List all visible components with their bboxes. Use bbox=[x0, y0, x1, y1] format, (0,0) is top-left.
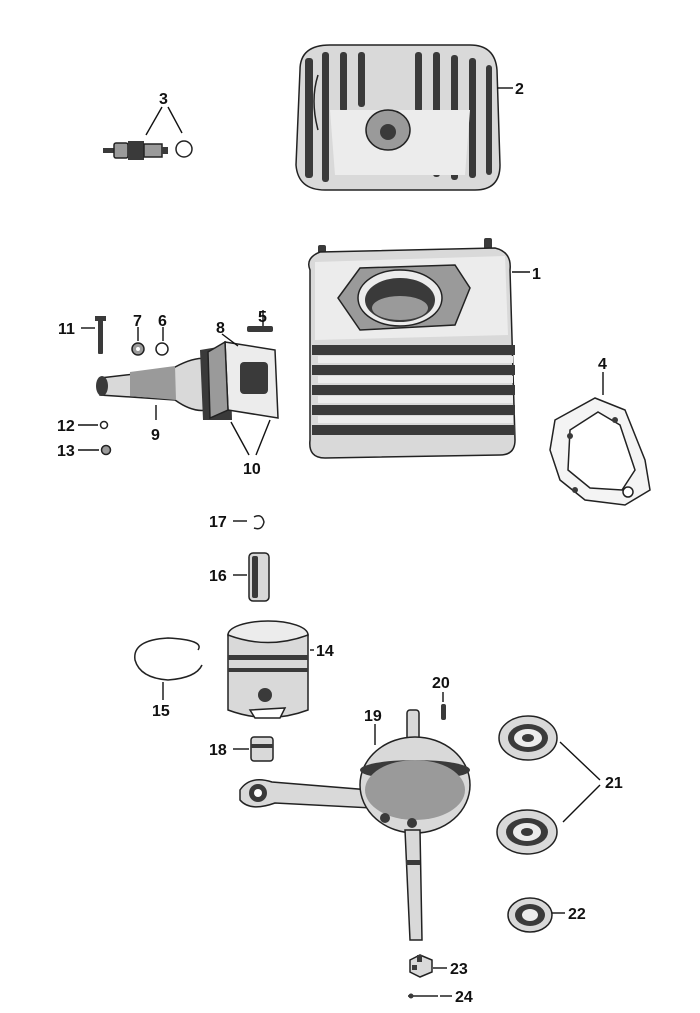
callout-24: 24 bbox=[455, 989, 473, 1006]
callout-14: 14 bbox=[316, 643, 334, 660]
callout-18: 18 bbox=[209, 742, 227, 759]
cotter-pin bbox=[408, 993, 438, 999]
leader-lines bbox=[78, 87, 604, 997]
intake-stud-5 bbox=[247, 326, 273, 332]
callout-17: 17 bbox=[209, 514, 227, 531]
callout-3: 3 bbox=[159, 91, 168, 108]
callout-16: 16 bbox=[209, 568, 227, 585]
cylinder-base-gasket bbox=[549, 397, 651, 506]
crankshaft bbox=[239, 709, 471, 941]
callout-11: 11 bbox=[58, 321, 75, 338]
manifold-stud-11 bbox=[95, 316, 106, 354]
spark-plug bbox=[103, 141, 168, 160]
small-end-bearing bbox=[250, 736, 274, 762]
main-bearing-lower bbox=[496, 809, 558, 855]
woodruff-key bbox=[441, 704, 446, 720]
callout-13: 13 bbox=[57, 443, 75, 460]
callout-12: 12 bbox=[57, 418, 75, 435]
callout-19: 19 bbox=[364, 708, 382, 725]
nut-7 bbox=[131, 342, 145, 356]
piston-pin bbox=[248, 552, 270, 602]
castle-nut bbox=[409, 954, 433, 978]
piston bbox=[227, 620, 309, 719]
bearing-22 bbox=[507, 897, 553, 933]
callout-labels: 1 2 3 4 5 6 7 8 9 10 11 12 13 14 15 16 1… bbox=[57, 81, 623, 1006]
callout-10: 10 bbox=[243, 461, 261, 478]
callout-9: 9 bbox=[151, 427, 160, 444]
callout-6: 6 bbox=[158, 313, 167, 330]
callout-8: 8 bbox=[216, 320, 225, 337]
piston-ring bbox=[134, 637, 203, 681]
washer-12 bbox=[99, 420, 109, 430]
washer-6 bbox=[155, 342, 169, 356]
callout-1: 1 bbox=[532, 266, 541, 283]
callout-22: 22 bbox=[568, 906, 586, 923]
callout-4: 4 bbox=[598, 356, 607, 373]
cylinder-barrel bbox=[308, 238, 516, 459]
callout-5: 5 bbox=[258, 309, 267, 326]
callout-7: 7 bbox=[133, 313, 142, 330]
circlip bbox=[253, 515, 265, 530]
callout-20: 20 bbox=[432, 675, 450, 692]
callout-23: 23 bbox=[450, 961, 468, 978]
cylinder-head bbox=[295, 44, 501, 191]
nut-13 bbox=[100, 444, 112, 456]
main-bearing-upper bbox=[498, 715, 558, 761]
intake-gaskets-8-10 bbox=[207, 340, 279, 420]
callout-15: 15 bbox=[152, 703, 170, 720]
plug-washer bbox=[175, 140, 193, 158]
callout-21: 21 bbox=[605, 775, 623, 792]
callout-2: 2 bbox=[515, 81, 524, 98]
